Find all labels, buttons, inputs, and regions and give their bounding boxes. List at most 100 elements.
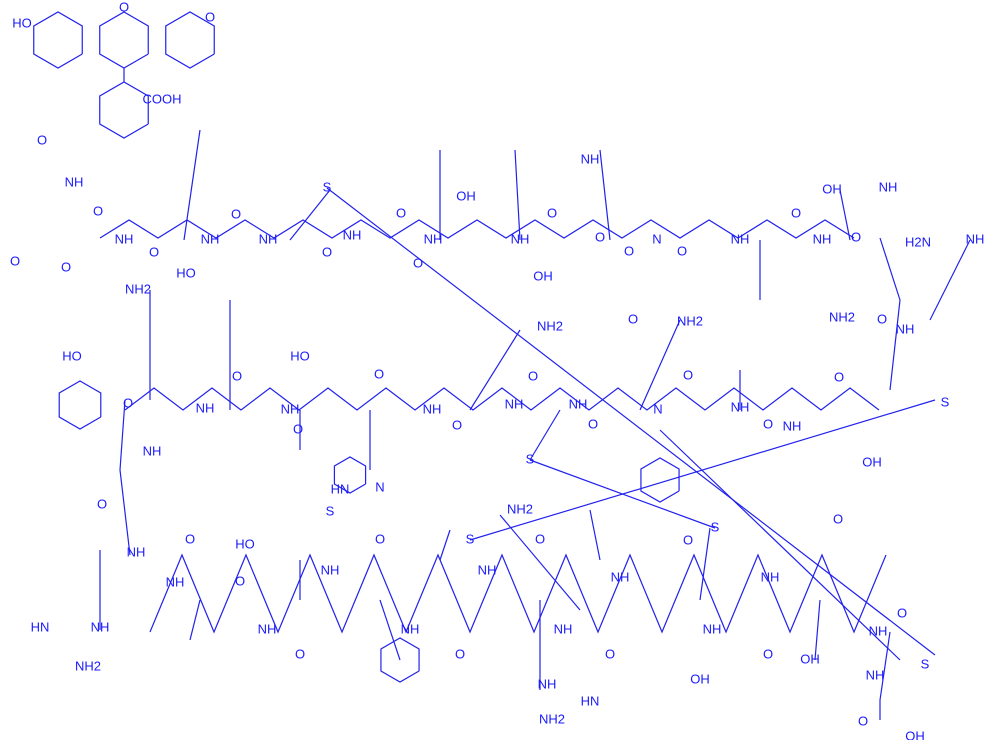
- atom-label: NH2: [677, 313, 703, 328]
- atom-label: O: [763, 646, 773, 661]
- atom-label: NH: [703, 621, 722, 636]
- ring: [380, 637, 420, 683]
- atom-label: S: [711, 519, 720, 534]
- side-chain: [929, 239, 971, 321]
- atom-label: N: [653, 401, 662, 416]
- atom-label: S: [921, 656, 930, 671]
- atom-label: O: [232, 368, 242, 383]
- atom-label: O: [588, 416, 598, 431]
- atom-label: O: [322, 244, 332, 259]
- ring: [99, 11, 149, 69]
- atom-label: O: [119, 0, 129, 14]
- ring: [333, 456, 367, 494]
- atom-label: O: [396, 205, 406, 220]
- side-chain: [599, 149, 611, 241]
- ring: [165, 11, 215, 69]
- atom-label: NH: [143, 443, 162, 458]
- atom-label: NH: [783, 418, 802, 433]
- side-chain: [183, 129, 201, 241]
- atom-label: O: [877, 311, 887, 326]
- backbone-row-2: [124, 387, 880, 411]
- atom-label: O: [834, 369, 844, 384]
- side-chain: [469, 329, 521, 411]
- atom-label: O: [61, 259, 71, 274]
- atom-label: OH: [690, 671, 710, 686]
- atom-label: O: [763, 416, 773, 431]
- side-chain: [639, 319, 681, 411]
- atom-label: NH: [866, 667, 885, 682]
- side-chain: [439, 529, 451, 561]
- side-chain: [529, 409, 561, 461]
- atom-label: O: [683, 532, 693, 547]
- atom-label: NH: [115, 231, 134, 246]
- atom-label: HO: [176, 265, 196, 280]
- atom-label: NH2: [829, 309, 855, 324]
- atom-label: NH: [554, 621, 573, 636]
- atom-label: OH: [800, 651, 820, 666]
- atom-label: O: [413, 255, 423, 270]
- atom-label: NH: [611, 569, 630, 584]
- atom-label: O: [851, 229, 861, 244]
- atom-label: NH: [65, 174, 84, 189]
- ring: [640, 457, 680, 503]
- atom-label: H2N: [905, 234, 931, 249]
- atom-label: NH: [879, 179, 898, 194]
- atom-label: S: [941, 394, 950, 409]
- atom-label: NH: [259, 231, 278, 246]
- atom-label: O: [231, 206, 241, 221]
- atom-label: S: [466, 531, 475, 546]
- atom-label: O: [791, 205, 801, 220]
- atom-label: NH2: [537, 318, 563, 333]
- ring: [99, 81, 149, 139]
- atom-label: HO: [235, 536, 255, 551]
- atom-label: O: [295, 646, 305, 661]
- atom-label: O: [595, 229, 605, 244]
- crosslink: [659, 429, 901, 661]
- atom-label: N: [652, 231, 661, 246]
- atom-label: O: [93, 203, 103, 218]
- atom-label: NH: [569, 396, 588, 411]
- atom-label: O: [123, 395, 133, 410]
- backbone-turn-2: [119, 399, 131, 556]
- atom-label: O: [374, 366, 384, 381]
- atom-label: NH: [896, 321, 915, 336]
- atom-label: NH: [869, 623, 888, 638]
- atom-label: S: [326, 503, 335, 518]
- atom-label: N: [375, 479, 384, 494]
- atom-label: OH: [905, 728, 925, 740]
- atom-label: OH: [456, 188, 476, 203]
- crosslink: [499, 514, 581, 611]
- atom-label: NH: [281, 401, 300, 416]
- side-chain: [839, 189, 851, 241]
- atom-label: HN: [331, 481, 350, 496]
- atom-label: HO: [290, 348, 310, 363]
- atom-label: OH: [862, 454, 882, 469]
- side-chain: [514, 149, 521, 241]
- atom-label: NH2: [507, 501, 533, 516]
- atom-label: OH: [822, 181, 842, 196]
- atom-label: NH: [258, 621, 277, 636]
- atom-label: O: [10, 253, 20, 268]
- atom-label: HN: [581, 693, 600, 708]
- side-chain: [289, 189, 331, 241]
- atom-label: NH2: [539, 711, 565, 726]
- atom-label: NH: [127, 544, 146, 559]
- disulfide-bridge: [529, 459, 716, 529]
- atom-label: NH2: [125, 281, 151, 296]
- atom-label: NH: [321, 562, 340, 577]
- atom-label: O: [897, 605, 907, 620]
- side-chain: [699, 527, 711, 601]
- atom-label: NH: [423, 401, 442, 416]
- atom-label: O: [97, 496, 107, 511]
- ring: [58, 380, 102, 430]
- backbone-row-3: [149, 553, 887, 634]
- atom-label: HO: [12, 15, 32, 30]
- atom-label: NH: [761, 569, 780, 584]
- atom-label: O: [455, 646, 465, 661]
- atom-label: S: [323, 179, 332, 194]
- ring: [33, 11, 83, 69]
- atom-label: O: [185, 531, 195, 546]
- atom-label: O: [205, 9, 215, 24]
